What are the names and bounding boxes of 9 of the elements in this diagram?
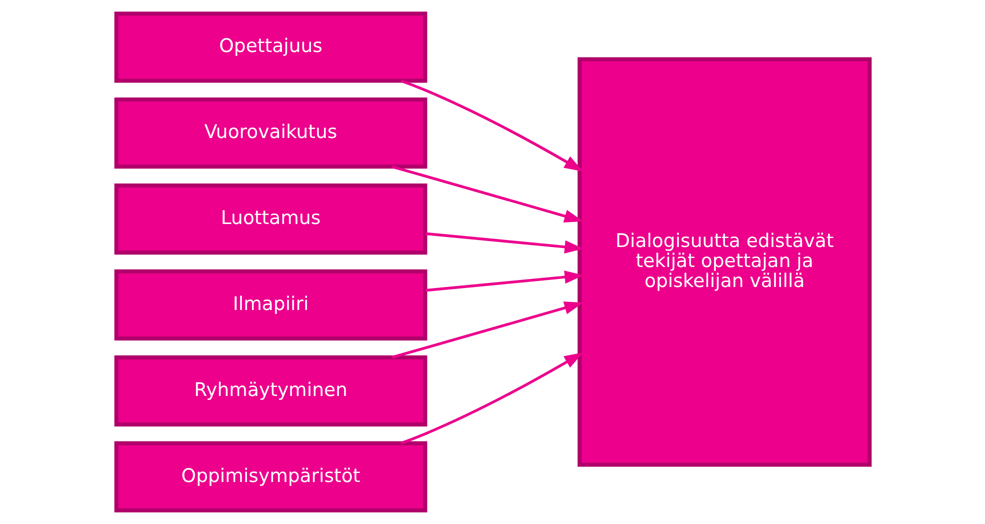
node-box: Luottamus <box>114 183 427 255</box>
node-box: Ilmapiiri <box>114 269 427 341</box>
node-box: Dialogisuutta edistävät tekijät opettajan ja opiskelijan välillä <box>577 57 872 467</box>
node-box: Ryhmäytyminen <box>114 355 427 426</box>
arrow <box>424 270 583 292</box>
arrow <box>424 232 583 254</box>
node-box: Vuorovaikutus <box>114 98 427 169</box>
node-box: Oppimisympäristöt <box>114 441 427 512</box>
node-box: Opettajuus <box>114 12 427 83</box>
